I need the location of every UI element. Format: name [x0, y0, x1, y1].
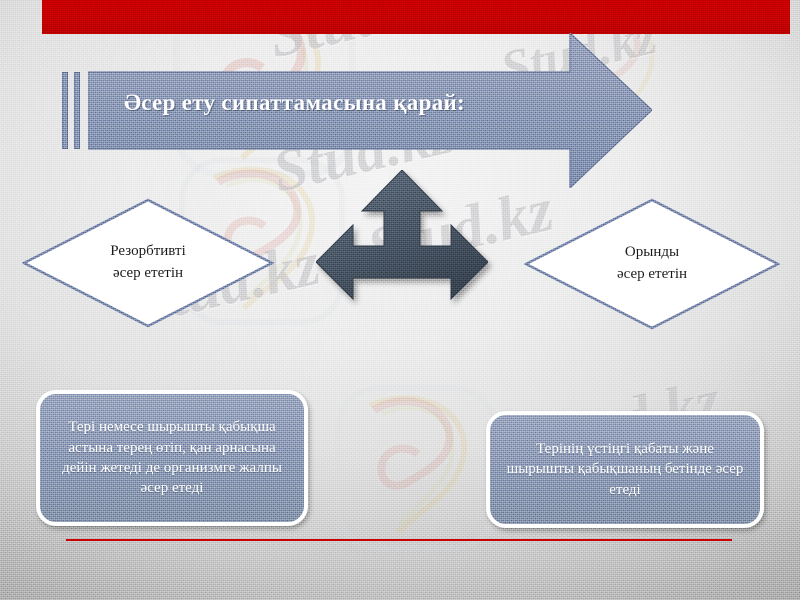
page-title: Әсер ету сипаттамасына қарай:: [124, 90, 466, 115]
banner-tick-bar: [74, 72, 80, 149]
description-box-local[interactable]: Терінің үстіңгі қабаты және шырышты қабы…: [486, 411, 764, 528]
title-banner: Әсер ету сипаттамасына қарай:: [62, 33, 652, 188]
top-red-banner: [42, 0, 790, 34]
bottom-red-rule: [66, 539, 732, 541]
diamond-shape-icon: [21, 198, 275, 328]
description-box-resorptive[interactable]: Тері немесе шырышты қабықша астына терең…: [36, 390, 308, 526]
three-way-arrow-icon: [316, 170, 488, 301]
node-local[interactable]: Орынды әсер ететін: [523, 198, 781, 330]
right-arrow-banner-icon: [88, 33, 652, 188]
diamond-shape-icon: [523, 198, 781, 330]
banner-tick-bar: [62, 72, 68, 149]
node-resorptive[interactable]: Резорбтивті әсер ететін: [21, 198, 275, 328]
